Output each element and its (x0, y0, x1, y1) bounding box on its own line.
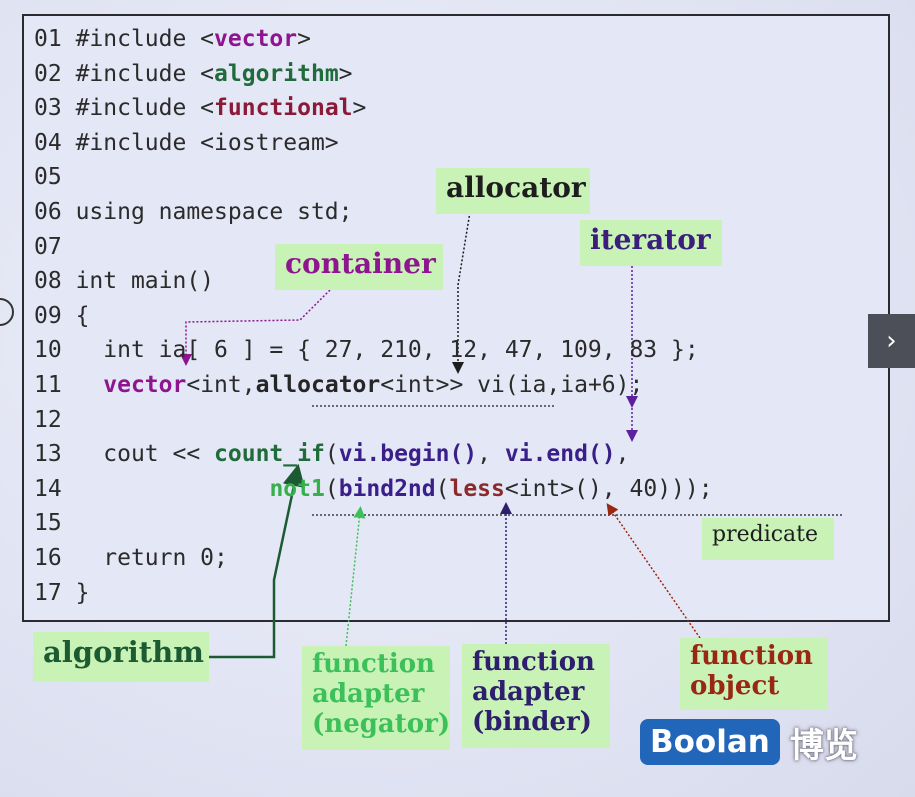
negator-line-1: function (312, 649, 435, 679)
code-token: #include <iostream> (75, 129, 339, 156)
code-line: 17 } (34, 580, 89, 606)
code-line: 08 int main() (34, 268, 214, 294)
binder-line-2: adapter (472, 676, 585, 707)
code-line: 11 vector<int,allocator<int>> vi(ia,ia+6… (34, 372, 643, 398)
function-object-arrow (606, 503, 701, 639)
logo-chinese: 博览 (789, 725, 858, 766)
line-number: 09 (34, 302, 62, 329)
negator-line-3: (negator) (312, 708, 451, 739)
line-number: 10 (34, 337, 62, 364)
code-line: 13 cout << count_if(vi.begin(), vi.end()… (34, 441, 630, 467)
label-iterator: iterator (580, 220, 722, 266)
chevron-right-icon: › (886, 326, 897, 356)
code-token: int ia[ 6 ] = { 27, 210, 12, 47, 109, 83… (75, 337, 699, 364)
next-slide-button[interactable]: › (868, 314, 915, 368)
line-number: 11 (34, 372, 62, 398)
label-container: container (275, 244, 443, 290)
line-number: 02 (34, 60, 62, 87)
code-token: #include < (75, 60, 215, 87)
code-token: vector (103, 372, 187, 398)
code-line: 10 int ia[ 6 ] = { 27, 210, 12, 47, 109,… (34, 337, 699, 363)
code-line: 06 using namespace std; (34, 199, 353, 225)
code-token: ( (435, 475, 450, 502)
code-token: > (352, 95, 367, 122)
code-line: 01 #include <vector> (34, 26, 311, 52)
code-line: 15 (34, 510, 76, 536)
code-token: allocator (255, 372, 381, 398)
code-token: #include < (75, 26, 215, 52)
label-algorithm: algorithm (33, 632, 209, 682)
code-token: #include < (75, 95, 215, 122)
code-token: } (75, 579, 90, 606)
code-token: ( (324, 441, 339, 468)
negator-line-2: adapter (312, 678, 425, 709)
label-allocator: allocator (436, 168, 590, 214)
code-token: <int, (186, 372, 256, 398)
code-token (76, 372, 104, 398)
label-function-adapter-negator: function adapter (negator) (302, 646, 450, 750)
line-number: 15 (34, 510, 62, 537)
code-line: 02 #include <algorithm> (34, 61, 353, 87)
code-token: not1 (269, 475, 325, 502)
code-token: > (297, 26, 311, 52)
code-token: functional (214, 95, 353, 122)
code-token: , (477, 441, 505, 468)
line-number: 16 (34, 545, 62, 571)
code-token: vector (214, 26, 298, 52)
code-line: 07 (34, 234, 76, 260)
line-number: 12 (34, 406, 62, 433)
binder-line-1: function (472, 647, 595, 677)
code-token: count_if (214, 441, 325, 468)
line-number: 05 (34, 164, 62, 191)
code-token: vi.end() (504, 441, 616, 468)
container-arrow (180, 289, 331, 366)
logo-brand: Boolan (640, 719, 780, 765)
code-token: cout << (75, 441, 215, 468)
function-object-line-2: object (690, 670, 780, 701)
binder-line-3: (binder) (472, 706, 592, 737)
code-line: 04 #include <iostream> (34, 130, 339, 156)
line-number: 07 (34, 233, 62, 260)
code-token: vi.begin() (338, 441, 478, 468)
code-line: 09 { (34, 303, 89, 329)
code-line: 12 (34, 407, 76, 433)
code-token (76, 476, 270, 502)
code-token: ( (324, 475, 339, 502)
negator-arrow (345, 506, 366, 647)
label-function-object: function object (680, 638, 828, 710)
code-token: , (615, 441, 630, 468)
code-token: int main() (75, 268, 215, 295)
line-number: 01 (34, 26, 62, 52)
line-number: 03 (34, 95, 62, 122)
line-number: 08 (34, 268, 62, 295)
code-token: > (338, 60, 353, 87)
line-number: 04 (34, 129, 62, 156)
algorithm-arrow (209, 463, 305, 659)
code-token: using namespace std; (75, 199, 353, 225)
code-token: { (75, 302, 90, 329)
boolan-logo: Boolan 博览 (640, 718, 858, 766)
code-token: less (449, 475, 505, 502)
code-line: 05 (34, 164, 76, 190)
function-object-line-1: function (690, 641, 813, 671)
code-token: return 0; (75, 545, 228, 571)
code-token: <int>> vi(ia,ia+6); (380, 372, 644, 398)
allocator-arrow (452, 211, 471, 374)
code-token: bind2nd (338, 475, 436, 502)
label-predicate: predicate (702, 518, 834, 560)
code-line: 16 return 0; (34, 545, 228, 571)
code-token: <int>(), 40))); (504, 475, 713, 502)
label-function-adapter-binder: function adapter (binder) (462, 644, 610, 748)
line-number: 13 (34, 441, 62, 468)
code-token: algorithm (214, 60, 339, 87)
code-line: 14 not1(bind2nd(less<int>(), 40))); (34, 476, 713, 502)
line-number: 14 (34, 475, 62, 502)
line-number: 17 (34, 579, 62, 606)
code-line: 03 #include <functional> (34, 95, 366, 121)
line-number: 06 (34, 199, 62, 225)
